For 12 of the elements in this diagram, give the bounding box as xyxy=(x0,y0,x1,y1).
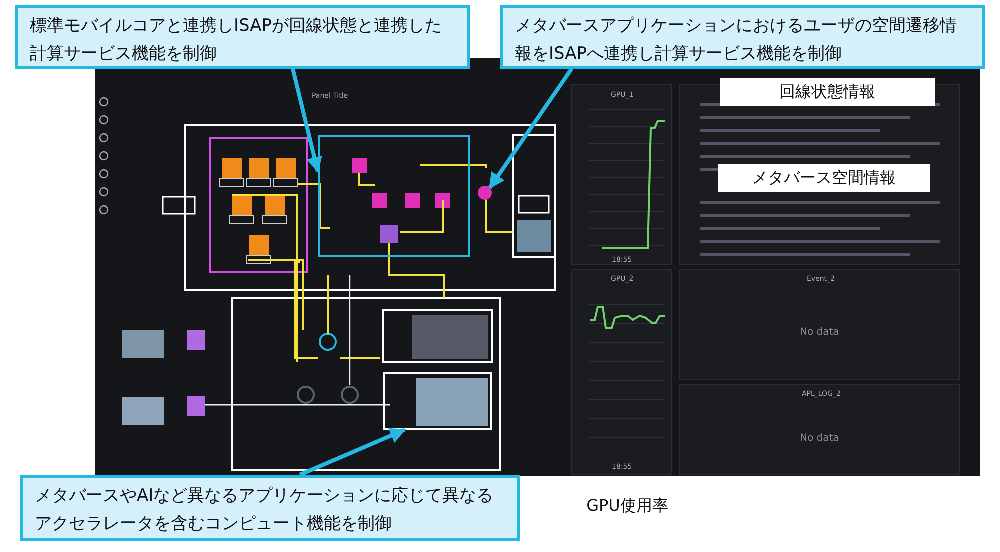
callout-box: 標準モバイルコアと連携しISAPが回線状態と連携した計算サービス機能を制御 xyxy=(15,5,470,69)
leader-arrow xyxy=(488,68,574,190)
accelerator-panel xyxy=(383,372,492,430)
no-data-text: No data xyxy=(800,432,840,446)
info-label: メタバース空間情報 xyxy=(718,164,930,192)
isap-management-frame xyxy=(318,135,470,257)
info-label: 回線状態情報 xyxy=(720,78,935,106)
callout-box: メタバースアプリケーションにおけるユーザの空間遷移情報をISAPへ連携し計算サービス機能を制御 xyxy=(500,5,985,69)
leader-arrow xyxy=(299,428,406,477)
no-data-text: No data xyxy=(800,326,840,340)
leader-arrow xyxy=(291,68,322,174)
callout-box: メタバースやAIなど異なるアプリケーションに応じて異なるアクセラレータを含むコンピュート機能を制御 xyxy=(20,475,520,541)
